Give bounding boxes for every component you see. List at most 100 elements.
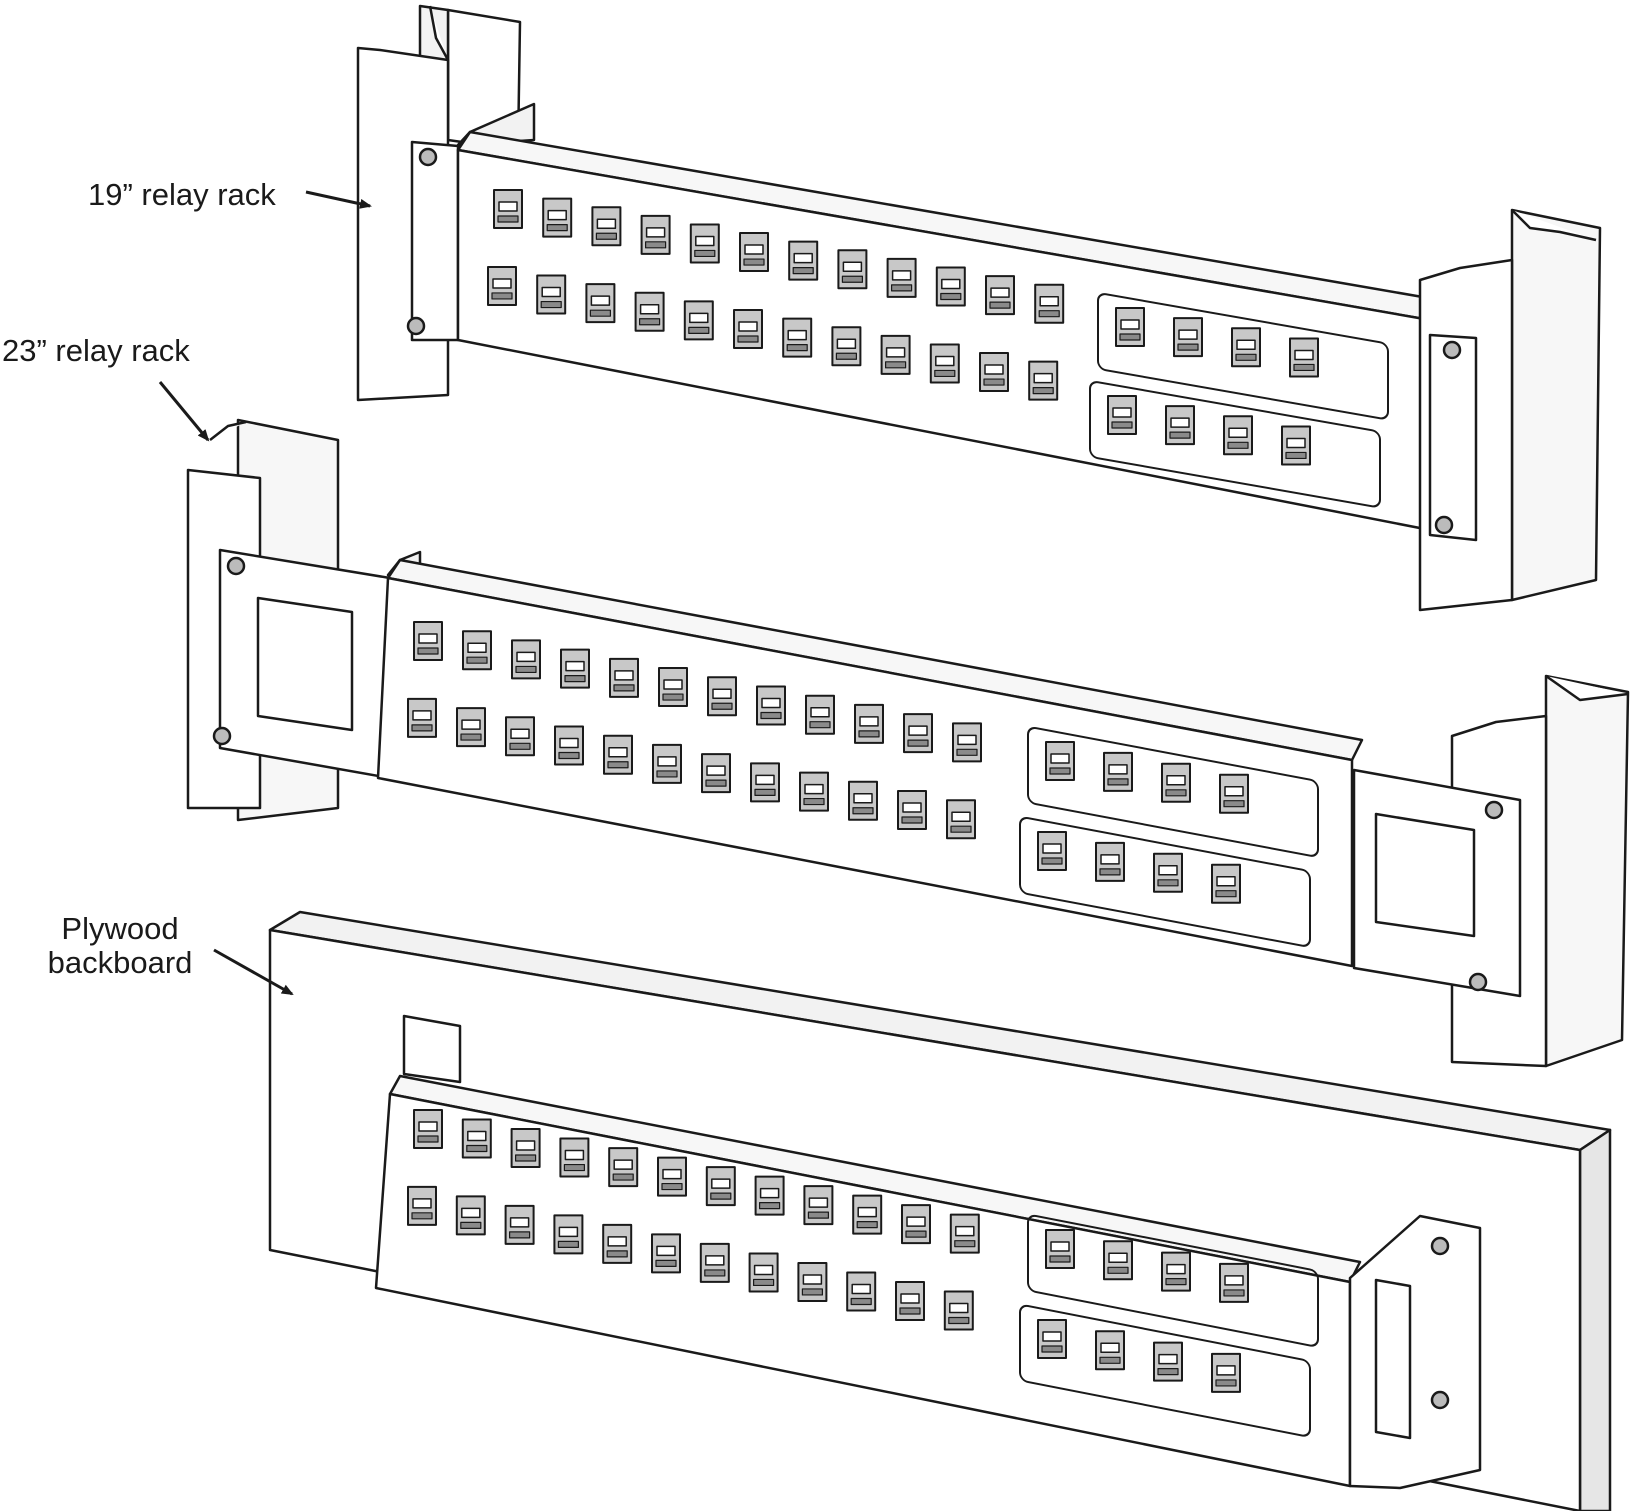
- port-adapter-icon: [837, 249, 868, 290]
- port-adapter-icon: [689, 223, 720, 264]
- port-adapter-icon: [1153, 1341, 1183, 1382]
- port-adapter-icon: [1231, 327, 1261, 368]
- port-adapter-icon: [985, 275, 1015, 316]
- port-adapter-icon: [511, 639, 541, 680]
- port-adapter-icon: [640, 214, 671, 255]
- port-adapter-icon: [901, 1204, 931, 1245]
- port-adapter-icon: [487, 265, 517, 306]
- port-adapter-icon: [1165, 405, 1195, 446]
- port-adapter-icon: [504, 1204, 535, 1245]
- screw-icon: [226, 556, 246, 576]
- port-adapter-icon: [554, 725, 584, 766]
- port-adapter-icon: [895, 1280, 925, 1321]
- port-adapter-icon: [1095, 1330, 1125, 1371]
- port-adapter-icon: [456, 707, 486, 748]
- port-adapter-icon: [952, 722, 982, 763]
- port-adapter-icon: [560, 648, 590, 689]
- port-adapter-icon: [1045, 741, 1075, 781]
- port-adapter-icon: [413, 621, 443, 661]
- port-adapter-icon: [1219, 1262, 1249, 1303]
- port-adapter-icon: [782, 317, 813, 358]
- adapter-cutout: [256, 596, 354, 732]
- port-adapter-icon: [1037, 831, 1067, 871]
- port-adapter-icon: [603, 734, 633, 775]
- port-adapter-icon: [1028, 360, 1059, 401]
- port-adapter-icon: [461, 1118, 492, 1159]
- adapter-cutout: [1374, 812, 1476, 938]
- port-adapter-icon: [929, 343, 960, 384]
- port-adapter-icon: [1161, 762, 1191, 803]
- port-adapter-icon: [657, 1156, 687, 1197]
- port-adapter-icon: [1281, 425, 1311, 466]
- port-adapter-icon: [748, 1252, 779, 1293]
- screw-icon: [212, 726, 232, 746]
- port-adapter-icon: [585, 283, 616, 324]
- port-adapter-icon: [754, 1175, 785, 1216]
- port-adapter-icon: [462, 630, 492, 671]
- label-plywood-backboard: Plywood backboard: [40, 912, 200, 980]
- screw-icon: [1434, 515, 1454, 535]
- port-adapter-icon: [591, 206, 622, 247]
- port-adapter-icon: [903, 713, 933, 754]
- port-adapter-icon: [788, 240, 819, 281]
- port-adapter-icon: [880, 334, 911, 375]
- screw-icon: [1484, 800, 1504, 820]
- screw-icon: [1442, 340, 1462, 360]
- port-adapter-icon: [1173, 317, 1203, 358]
- port-adapter-icon: [1045, 1229, 1075, 1269]
- port-adapter-icon: [652, 743, 682, 784]
- port-adapter-icon: [542, 197, 573, 238]
- port-adapter-icon: [707, 676, 737, 717]
- callout-arrow: [213, 948, 294, 996]
- port-adapter-icon: [634, 291, 665, 332]
- port-adapter-icon: [1095, 841, 1125, 882]
- port-adapter-icon: [493, 189, 523, 229]
- port-adapter-icon: [1211, 1352, 1241, 1393]
- cassette-module: [1019, 816, 1311, 947]
- label-19-inch-relay-rack: 19” relay rack: [88, 177, 276, 212]
- left-mounting-bracket: [410, 140, 460, 342]
- callout-arrow: [305, 190, 372, 209]
- port-adapter-icon: [553, 1214, 584, 1255]
- cassette-module: [1097, 293, 1389, 420]
- port-adapter-icon: [797, 1261, 828, 1302]
- right-mounting-bracket: [1428, 333, 1478, 542]
- port-adapter-icon: [1223, 415, 1253, 456]
- port-adapter-icon: [946, 799, 976, 840]
- port-adapter-icon: [609, 657, 639, 698]
- port-adapter-icon: [805, 694, 835, 735]
- port-adapter-icon: [803, 1185, 834, 1226]
- port-adapter-icon: [1034, 283, 1065, 324]
- port-adapter-icon: [846, 1271, 877, 1312]
- port-adapter-icon: [536, 274, 567, 315]
- port-adapter-icon: [1107, 395, 1137, 435]
- port-adapter-icon: [799, 771, 829, 812]
- port-adapter-icon: [1219, 773, 1249, 814]
- port-adapter-icon: [413, 1109, 443, 1149]
- cassette-module: [1089, 381, 1381, 508]
- screw-icon: [1468, 972, 1488, 992]
- port-adapter-icon: [852, 1194, 883, 1235]
- port-adapter-icon: [505, 716, 535, 757]
- screw-icon: [1430, 1236, 1450, 1256]
- front-panel: [376, 576, 1354, 968]
- port-adapter-icon: [559, 1137, 590, 1178]
- cassette-module: [1019, 1304, 1311, 1437]
- port-adapter-icon: [602, 1223, 633, 1264]
- assembly-23-inch-rack: [186, 418, 1630, 1068]
- port-adapter-icon: [658, 667, 688, 708]
- port-adapter-icon: [683, 300, 714, 341]
- left-wall-bracket: [402, 1014, 462, 1084]
- port-adapter-icon: [756, 685, 786, 726]
- callout-arrow: [158, 381, 210, 442]
- cassette-module: [1027, 1214, 1319, 1347]
- port-adapter-icon: [651, 1233, 681, 1274]
- port-adapter-icon: [739, 232, 769, 273]
- port-adapter-icon: [1161, 1251, 1191, 1292]
- cassette-module: [1027, 726, 1319, 857]
- port-adapter-icon: [750, 762, 780, 803]
- port-adapter-icon: [935, 266, 966, 307]
- port-adapter-icon: [1037, 1319, 1067, 1359]
- screw-icon: [406, 316, 426, 336]
